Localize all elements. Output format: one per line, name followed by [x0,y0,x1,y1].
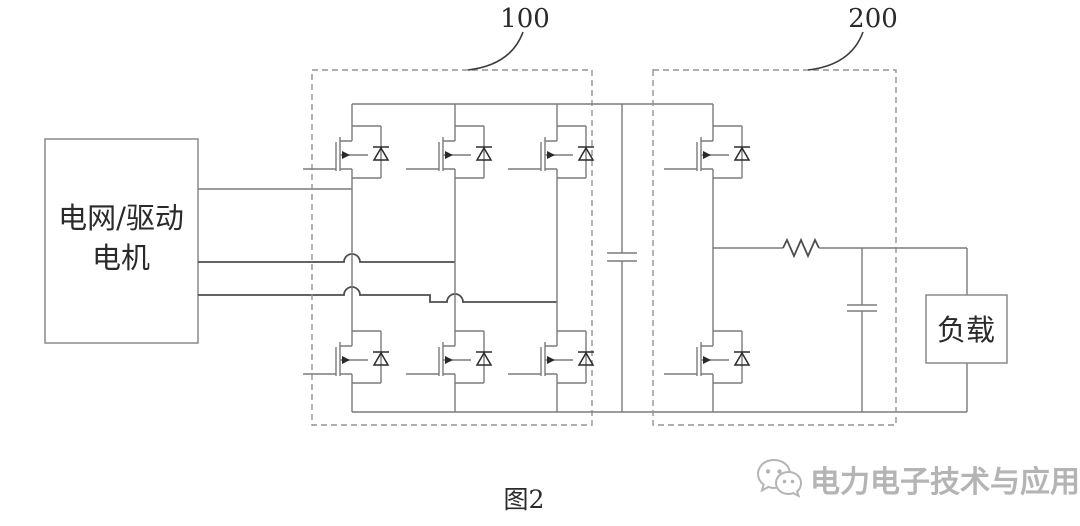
phase-line-c [198,286,557,303]
mosfet-output-upper [663,125,751,179]
load-box-outline [925,294,1008,364]
output-filter-capacitor [847,248,877,412]
mosfet-lower-3 [507,330,595,384]
block-100-dashed-border [311,69,593,426]
figure-caption: 图2 [504,485,545,514]
phase-lines [198,188,557,303]
watermark: 电力电子技术与应用 [756,458,1080,500]
mosfet-upper-3 [507,125,595,179]
source-box-label-line1: 电网/驱动 [58,201,184,235]
mosfet-lower-2 [405,330,493,384]
block-200-leader-line [807,31,864,71]
wechat-icon [756,458,803,498]
leg-midpoint-verticals [351,178,558,331]
watermark-text: 电力电子技术与应用 [810,465,1080,500]
load-box-label: 负载 [937,313,995,347]
resistor-symbol [782,237,820,259]
block-100-leader-line [467,31,524,71]
source-box-outline [44,138,199,344]
mosfet-upper-2 [405,125,493,179]
phase-line-b [198,253,455,263]
mosfet-output-lower [663,330,751,384]
output-leg-wiring [712,178,967,412]
dc-link-capacitor [607,104,637,412]
leg-bottom-stubs [351,383,558,412]
mosfet-upper-1 [302,125,390,179]
block-100: 100 [302,4,967,426]
source-box-label-line2: 电机 [92,241,150,275]
load-box: 负载 [925,248,1008,412]
mosfet-lower-1 [302,330,390,384]
output-capacitor-plates [847,304,877,312]
bridge-wiring [351,103,967,413]
block-100-ref-label: 100 [500,4,550,34]
rail-drop-stubs [351,104,714,126]
block-200-ref-label: 200 [848,4,898,34]
block-200: 200 [652,4,967,426]
source-box: 电网/驱动 电机 [44,138,199,344]
dc-link-capacitor-plates [607,252,637,262]
